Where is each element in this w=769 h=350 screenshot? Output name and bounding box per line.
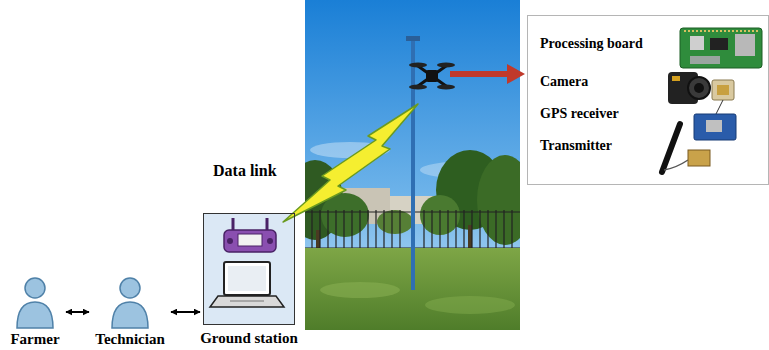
person-body [17,302,53,328]
panel-fill [527,15,769,185]
person-body [112,302,148,328]
component-name: GPS receiver [540,106,619,122]
person-icon [92,276,168,330]
gps-receiver-image [694,80,736,140]
person-node: Technician [92,276,168,349]
drone [409,63,455,90]
double-arrow [171,311,200,313]
link-label: Data link [213,162,277,180]
person-head [25,278,45,298]
red-arrow [450,64,525,84]
component-name: Transmitter [540,138,612,154]
ground-station-box: Ground station [203,213,295,325]
component-name: Processing board [540,36,643,52]
ground-station-fill [203,213,295,325]
person-icon [7,276,63,330]
processing-board-image [680,28,762,68]
node-label: Technician [92,331,168,347]
component-name: Camera [540,74,588,90]
component-panel: Processing boardCameraGPS receiverTransm… [527,15,769,185]
person-node: Farmer [7,276,63,349]
transmitter-image [662,124,710,172]
node-label: Ground station [200,330,298,346]
remote-controller [224,218,276,252]
laptop [210,262,284,307]
camera-image [668,72,710,104]
node-label: Farmer [7,331,63,347]
double-arrow [66,311,89,313]
lightning-bolt [283,104,418,222]
person-head [120,278,140,298]
